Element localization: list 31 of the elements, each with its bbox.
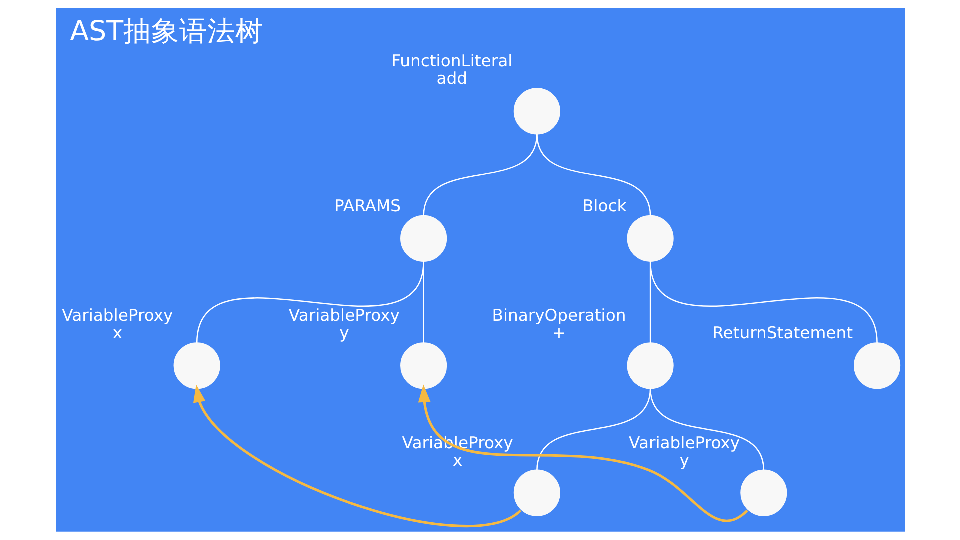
node-label: BinaryOperation [492, 306, 626, 326]
connector [649, 388, 764, 471]
arrow [418, 384, 748, 522]
node-label: VariableProxy [288, 306, 400, 326]
node-circle [513, 470, 560, 516]
node-label: + [552, 324, 566, 343]
connector [649, 261, 878, 344]
connector [422, 261, 424, 344]
diagram-title: AST抽象语法树 [70, 14, 264, 48]
node-label: Block [582, 196, 626, 216]
node-label: add [436, 69, 468, 88]
arrow [192, 384, 521, 528]
node-label: x [112, 324, 122, 343]
node-label: y [339, 324, 349, 343]
node-circle [740, 470, 787, 516]
node-label: PARAMS [334, 196, 400, 216]
node-circle [626, 342, 674, 390]
node-circle [626, 215, 674, 262]
node-label: x [452, 450, 462, 470]
node-circle [853, 342, 900, 390]
connector [536, 134, 651, 216]
connector [196, 261, 424, 344]
node-circle [173, 342, 220, 390]
node-label: VariableProxy [62, 306, 173, 326]
node-label: y [679, 450, 689, 470]
node-circle [513, 88, 560, 135]
node-circle [400, 215, 447, 262]
node-label: FunctionLiteral [391, 52, 512, 71]
node-label: ReturnStatement [712, 324, 852, 343]
node-label: VariableProxy [628, 433, 740, 452]
node-circle [400, 342, 447, 390]
